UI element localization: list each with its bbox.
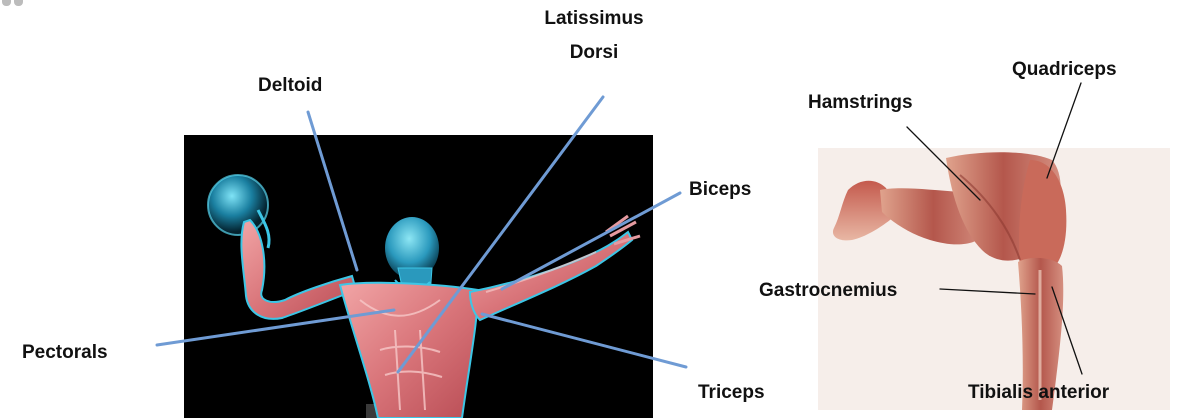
hamstrings-label: Hamstrings <box>808 90 913 115</box>
deltoid-label: Deltoid <box>258 73 322 98</box>
latissimus-label-line1: Latissimus <box>532 6 656 31</box>
latissimus-dorsi-label: Latissimus Dorsi <box>532 6 656 65</box>
gastrocnemius-label: Gastrocnemius <box>759 278 897 303</box>
pectorals-label: Pectorals <box>22 340 108 365</box>
upper-body-illustration <box>184 135 653 418</box>
quadriceps-label: Quadriceps <box>1012 57 1117 82</box>
latissimus-label-line2: Dorsi <box>532 40 656 65</box>
triceps-label: Triceps <box>698 380 765 405</box>
tibialis-anterior-label: Tibialis anterior <box>968 380 1109 405</box>
biceps-label: Biceps <box>689 177 751 202</box>
